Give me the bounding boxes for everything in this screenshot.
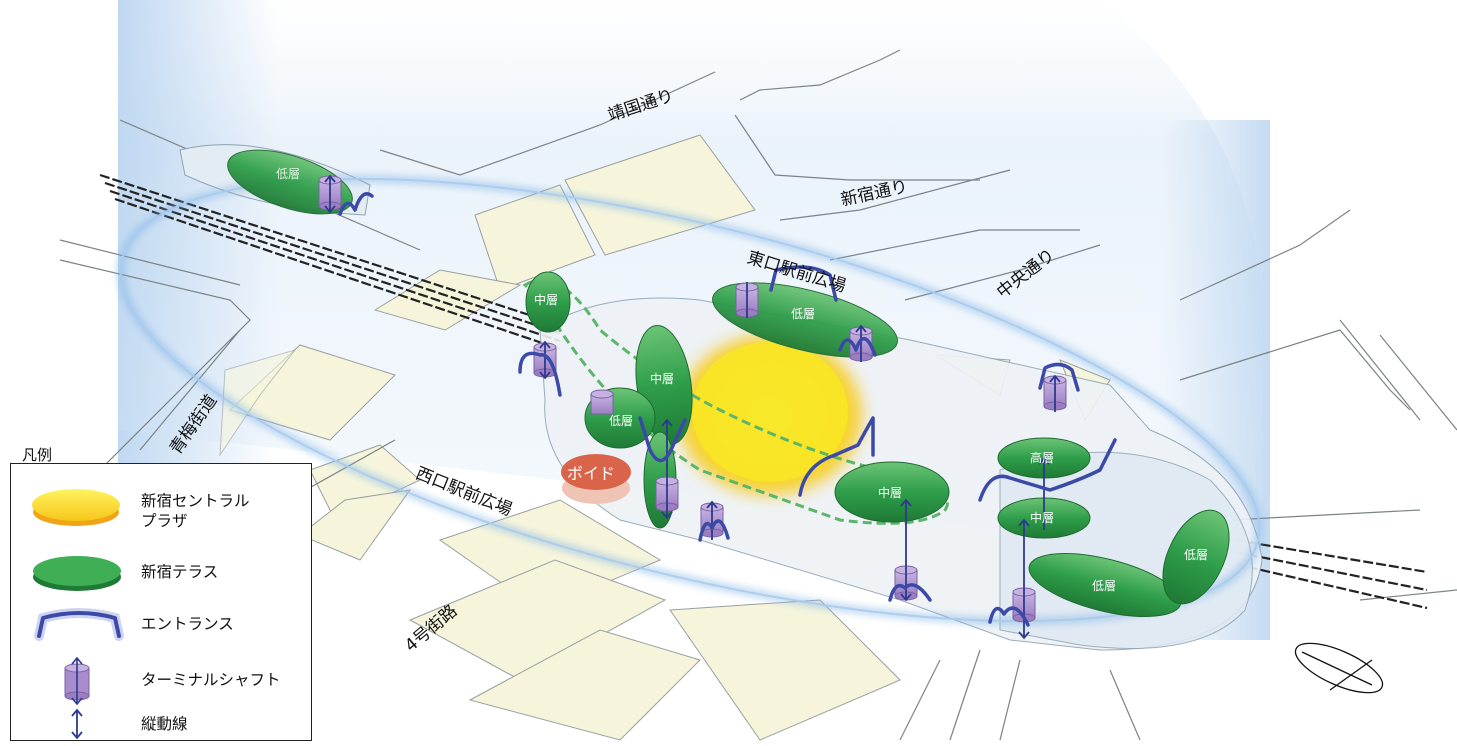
terrace-south-mid — [834, 461, 950, 523]
terrace-label-east-mid: 中層 — [1030, 511, 1055, 525]
legend-label-central-plaza: 新宿セントラル プラザ — [141, 492, 250, 530]
terrace-label-nw-low: 低層 — [276, 167, 301, 181]
legend-box: 新宿セントラル プラザ 新宿テラス エントランス ターミナルシャフト 縦動線 — [10, 463, 312, 741]
terrace-label-west-low: 低層 — [609, 414, 634, 428]
entrance-arch-legend-icon — [34, 608, 124, 641]
terrace-label-south-mid: 中層 — [878, 486, 903, 500]
legend-item-vertical-circulation: 縦動線 — [11, 708, 311, 740]
legend-item-terminal-shaft: ターミナルシャフト — [11, 656, 311, 706]
terrace-label-east-high: 高層 — [1030, 451, 1055, 465]
void-label: ボイド — [567, 464, 616, 483]
legend-label-entrance: エントランス — [141, 615, 234, 633]
legend-item-terrace: 新宿テラス — [11, 548, 311, 598]
terrace-label-east-plaza-low: 低層 — [791, 307, 816, 321]
legend-label-vertical-circulation: 縦動線 — [141, 715, 188, 733]
north-arrow-icon — [1294, 642, 1384, 694]
legend-label-terminal-shaft: ターミナルシャフト — [141, 671, 281, 689]
railway-east — [1234, 538, 1428, 610]
legend-title: 凡例 — [22, 446, 53, 464]
entrances — [338, 192, 1117, 627]
terrace-label-far-east-low: 低層 — [1184, 548, 1209, 562]
street-lines — [59, 49, 1457, 741]
terminal-shaft-legend-icon — [64, 656, 90, 706]
terrace-legend-icon — [33, 556, 121, 591]
legend-label-terrace: 新宿テラス — [141, 563, 219, 581]
central-plaza-legend-icon — [32, 489, 120, 526]
terrace-north-mid — [525, 271, 571, 333]
terrace-far-east-low — [1162, 509, 1230, 605]
legend-item-central-plaza: 新宿セントラル プラザ — [11, 476, 311, 536]
terrace-label-east-low: 低層 — [1092, 579, 1117, 593]
void-element — [561, 454, 631, 504]
legend-item-entrance: エントランス — [11, 600, 311, 650]
terrace-label-north-mid: 中層 — [534, 293, 559, 307]
railway-west — [99, 173, 561, 351]
vertical-arrow-legend-icon — [71, 708, 83, 740]
vertical-circulation — [324, 174, 1061, 640]
terrace-label-center-mid: 中層 — [650, 372, 675, 386]
